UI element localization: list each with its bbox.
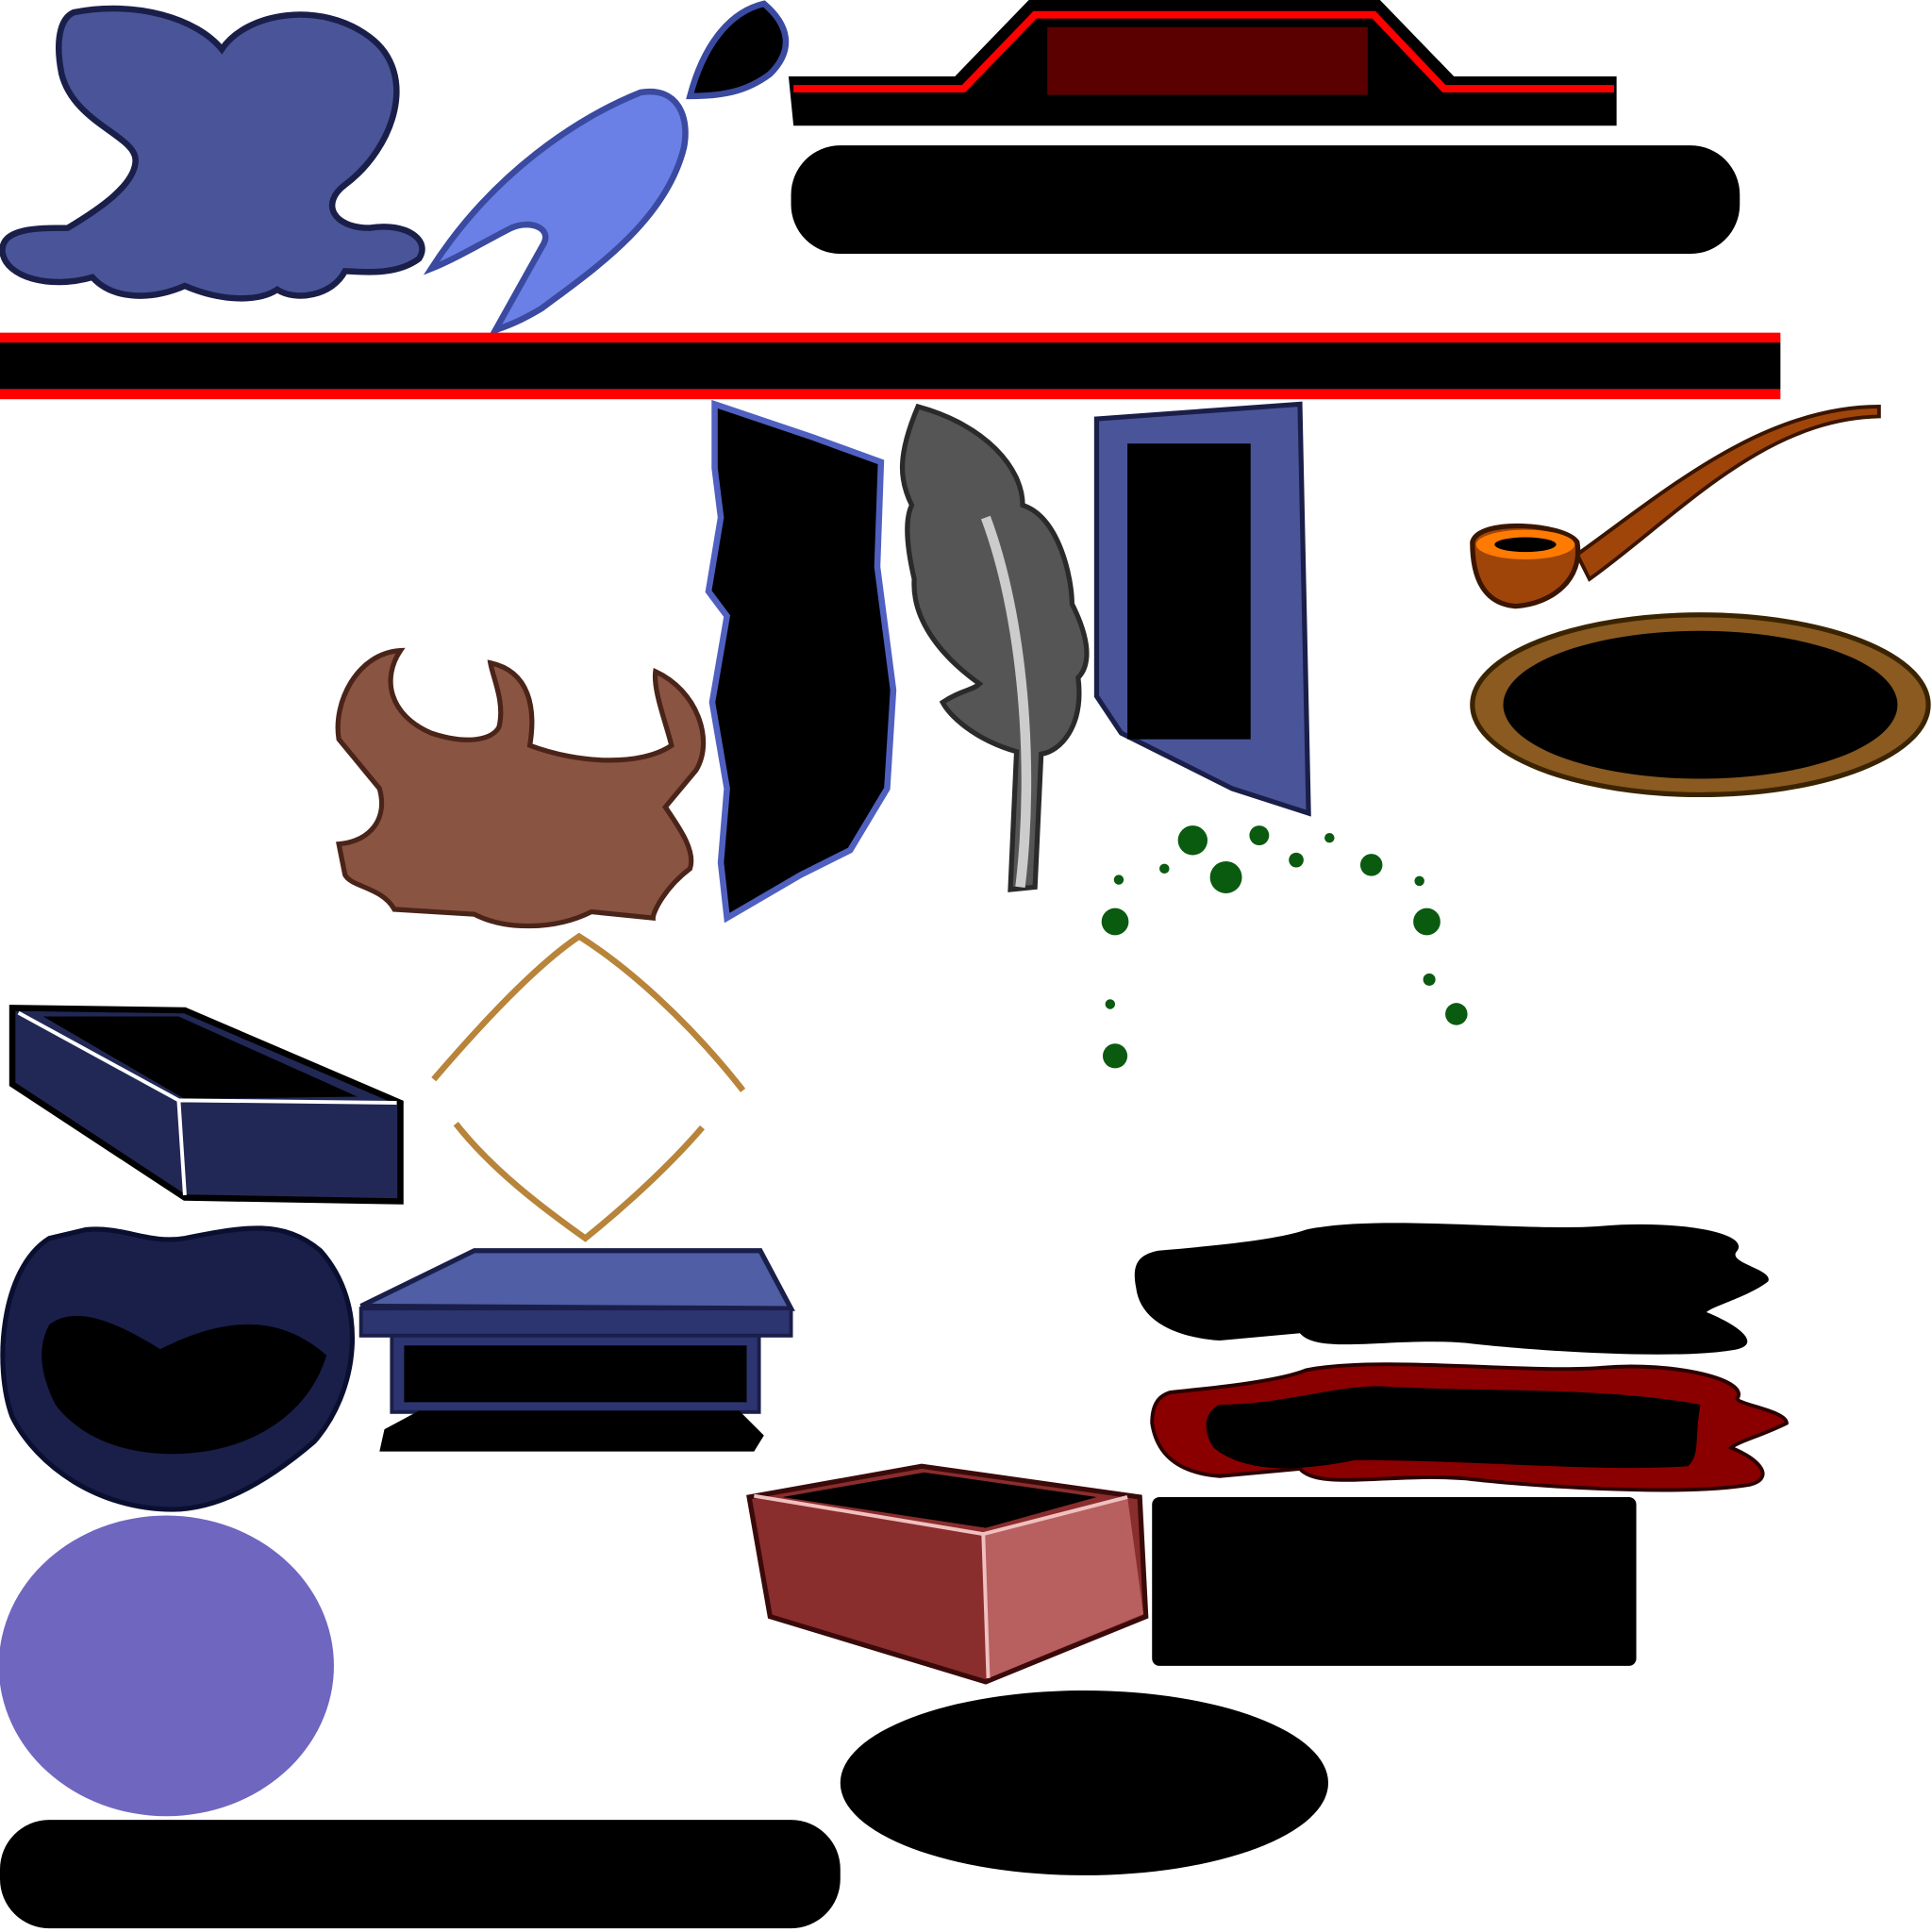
brush-sprite <box>423 88 689 337</box>
brush-handle-sprite <box>686 0 790 100</box>
navy-table-apron <box>358 1307 793 1338</box>
feather-quill <box>981 515 1032 889</box>
long-bar-red-bottom <box>0 389 1781 400</box>
navy-box-sprite <box>8 1005 404 1205</box>
gold-diamond-outline-sprite <box>431 932 746 1242</box>
long-bar-black <box>0 342 1781 390</box>
black-puddle-sprite <box>1134 1223 1769 1355</box>
brown-shirt-sprite <box>335 647 707 929</box>
navy-ring-hole <box>42 1315 327 1455</box>
red-box-opening <box>782 1472 1097 1528</box>
green-drops-sprite <box>1101 825 1468 1069</box>
ornate-header-red-line <box>793 10 1615 92</box>
gold-rim-oval-inner <box>1503 630 1898 779</box>
black-panel-sprite <box>1152 1496 1637 1666</box>
navy-table-drawer <box>404 1345 747 1403</box>
navy-cloud-sprite <box>0 5 425 302</box>
feather-sprite <box>899 403 1090 892</box>
bottom-black-pill-sprite <box>0 1820 841 1929</box>
red-box-right-face <box>983 1496 1144 1678</box>
navy-table-top-sprite <box>359 1248 795 1311</box>
pipe-bowl-hole <box>1494 537 1557 553</box>
black-oval-sprite <box>840 1690 1328 1875</box>
torn-frame-sprite <box>705 399 897 924</box>
navy-box-opening <box>42 1016 358 1100</box>
navy-table-legs <box>379 1410 764 1452</box>
red-box-highlight <box>754 1493 1128 1679</box>
navy-box-highlight <box>17 1010 397 1196</box>
blood-puddle-inner <box>1206 1386 1701 1469</box>
ornate-header-panel <box>1047 26 1368 95</box>
purple-circle-sprite <box>0 1515 334 1817</box>
pipe-stem-sprite <box>1574 405 1881 582</box>
black-pill-bar <box>791 145 1740 255</box>
window-frame-inner <box>1127 443 1251 740</box>
long-bar-red-top <box>0 332 1781 343</box>
